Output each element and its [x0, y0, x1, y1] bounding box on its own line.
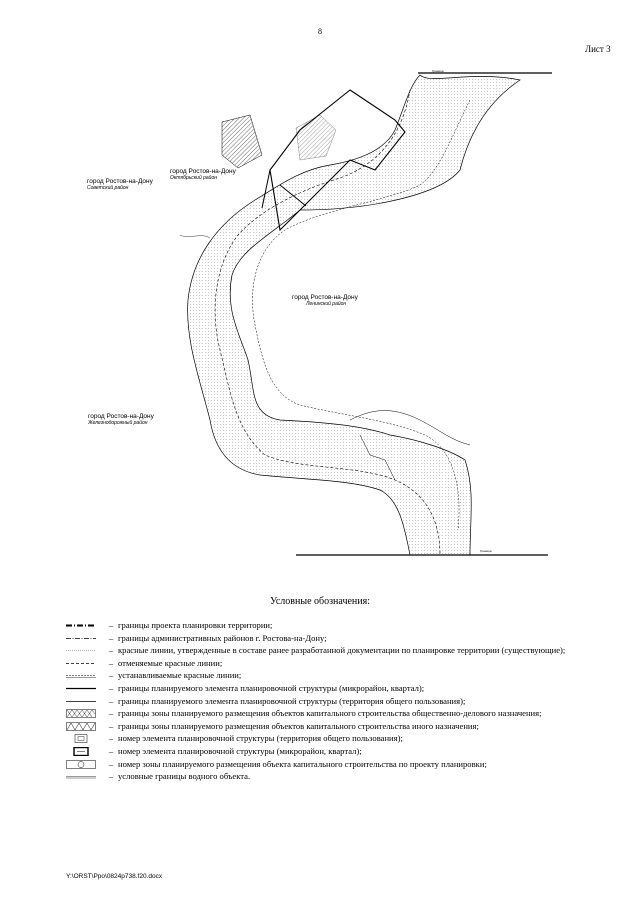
legend-item: – номер элемента планировочной структуры…	[66, 733, 586, 743]
district-label-leninsky: город Ростов-на-Дону Ленинский район	[292, 294, 358, 307]
legend-dash: –	[108, 645, 114, 656]
legend-text: условные границы водного объекта.	[118, 771, 251, 782]
existing-red-lines-symbol	[66, 650, 96, 651]
district-name: Железнодорожный район	[88, 420, 148, 426]
legend-text: номер элемента планировочной структуры (…	[118, 745, 362, 756]
legend-item: – границы проекта планировки территории;	[66, 620, 586, 630]
legend-dash: –	[108, 758, 114, 769]
legend-text: границы проекта планировки территории;	[118, 620, 273, 630]
admin-boundary-symbol	[66, 637, 96, 639]
legend-item: – границы зоны планируемого размещения о…	[66, 721, 586, 731]
district-name: Ленинский район	[306, 301, 347, 307]
legend-dash: –	[108, 620, 114, 630]
business-zone-symbol	[66, 709, 96, 718]
legend-dash: –	[108, 720, 114, 731]
district-name: Советский район	[87, 185, 129, 191]
legend-item: – границы административных районов г. Ро…	[66, 633, 586, 643]
legend-title: Условные обозначения:	[269, 596, 370, 607]
other-zone-symbol	[66, 722, 96, 731]
legend-text: номер зоны планируемого размещения объек…	[118, 758, 487, 769]
district-city: город Ростов-на-Дону	[87, 178, 153, 185]
legend-dash: –	[108, 670, 114, 681]
page-number: 8	[318, 27, 322, 36]
microdistrict-boundary-symbol	[66, 687, 96, 690]
legend-item: – номер элемента планировочной структуры…	[66, 746, 586, 756]
district-city: город Ростов-на-Дону	[88, 413, 154, 420]
svg-text:Граница: Граница	[480, 549, 492, 553]
legend-item: – условные границы водного объекта.	[66, 771, 586, 781]
legend-dash: –	[108, 632, 114, 643]
zone-number-symbol	[66, 759, 96, 769]
svg-text:Граница: Граница	[432, 69, 444, 73]
cancelled-red-lines-symbol	[66, 662, 96, 664]
legend-text: границы зоны планируемого размещения объ…	[118, 708, 542, 719]
legend-item: – границы зоны планируемого размещения о…	[66, 708, 586, 718]
public-area-boundary-symbol	[66, 700, 96, 702]
district-name: Октябрьский район	[170, 175, 217, 181]
legend-item: – границы планируемого элемента планиров…	[66, 683, 586, 693]
new-red-lines-symbol	[66, 675, 96, 679]
district-city: город Ростов-на-Дону	[170, 168, 236, 175]
legend-dash: –	[108, 745, 114, 756]
legend-dash: –	[108, 695, 114, 706]
legend-dash: –	[108, 708, 114, 719]
file-path-footer: Y:\ORST\Ppo\0824p738.f20.docx	[66, 873, 163, 880]
legend-text: номер элемента планировочной структуры (…	[118, 733, 403, 744]
legend-text: красные линии, утвержденные в составе ра…	[118, 645, 566, 656]
legend-text: устанавливаемые красные линии;	[118, 670, 242, 681]
legend-text: границы административных районов г. Рост…	[118, 632, 327, 643]
legend-dash: –	[108, 771, 114, 782]
water-object-symbol	[66, 776, 96, 779]
legend: – границы проекта планировки территории;…	[66, 620, 586, 784]
district-label-zheleznodorozhny: город Ростов-на-Дону Железнодорожный рай…	[88, 413, 154, 426]
district-label-oktyabrsky: город Ростов-на-Дону Октябрьский район	[170, 168, 236, 181]
public-area-number-symbol	[74, 734, 88, 744]
legend-text: отменяемые красные линии;	[118, 657, 223, 668]
project-boundary-symbol	[66, 624, 96, 627]
legend-text: границы зоны планируемого размещения объ…	[118, 720, 479, 731]
sheet-label: Лист 3	[585, 44, 611, 54]
legend-item: – номер зоны планируемого размещения объ…	[66, 759, 586, 769]
legend-item: – устанавливаемые красные линии;	[66, 670, 586, 680]
district-city: город Ростов-на-Дону	[292, 294, 358, 301]
legend-text: границы планируемого элемента планировоч…	[118, 682, 425, 693]
legend-item: – отменяемые красные линии;	[66, 658, 586, 668]
legend-text: границы планируемого элемента планировоч…	[118, 695, 466, 706]
legend-dash: –	[108, 733, 114, 744]
legend-dash: –	[108, 657, 114, 668]
microdistrict-number-symbol	[73, 746, 89, 756]
planning-map: Граница Граница	[179, 69, 552, 556]
district-label-sovetsky: город Ростов-на-Дону Советский район	[87, 178, 153, 191]
legend-item: – красные линии, утвержденные в составе …	[66, 645, 586, 655]
legend-dash: –	[108, 682, 114, 693]
legend-item: – границы планируемого элемента планиров…	[66, 696, 586, 706]
